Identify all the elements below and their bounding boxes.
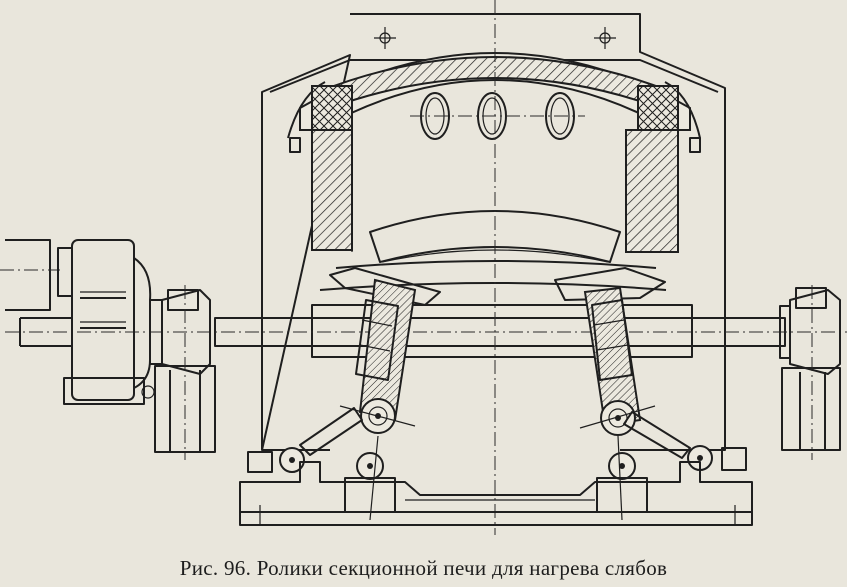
left-support-leg <box>247 267 441 521</box>
figure-caption: Рис. 96. Ролики секционной печи для нагр… <box>179 556 668 580</box>
right-bearing <box>779 285 841 460</box>
furnace-roller-drawing <box>0 0 847 535</box>
base-frame <box>239 461 753 526</box>
roller-shaft <box>5 304 847 358</box>
slab <box>319 210 667 291</box>
left-bearing <box>149 285 216 460</box>
burner-ports <box>410 92 585 140</box>
refractory-walls <box>311 85 679 253</box>
left-drive-gearbox <box>0 239 155 405</box>
roof-arch <box>287 52 701 153</box>
